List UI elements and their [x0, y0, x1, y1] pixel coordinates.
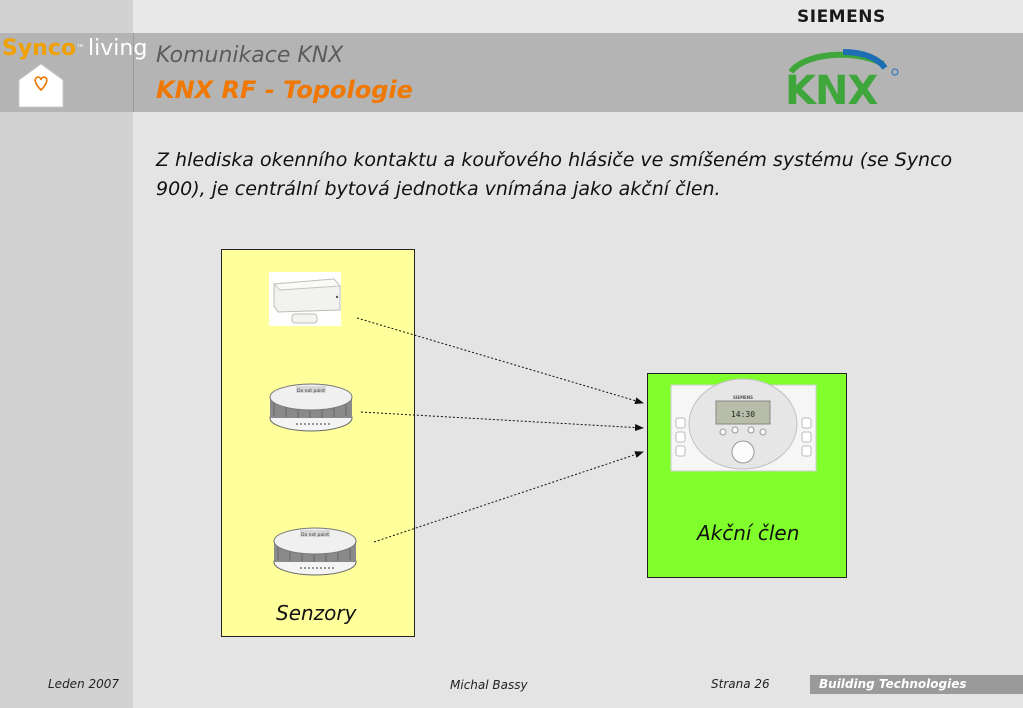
synco-house-icon [18, 63, 64, 108]
top-bar [133, 0, 1023, 33]
siemens-logo: SIEMENS [797, 7, 886, 27]
header-divider [133, 33, 134, 112]
footer-division: Building Technologies [819, 677, 967, 691]
actuator-label: Akční člen [697, 521, 800, 545]
connector-smoke-detector-1 [360, 411, 644, 432]
header-band [0, 33, 1023, 112]
device-display-time: 14:30 [731, 410, 755, 419]
footer-author: Michal Bassy [450, 678, 528, 692]
body-paragraph: Z hlediska okenního kontaktu a kouřového… [156, 149, 953, 200]
smoke-detector-image: Do not paint [269, 383, 353, 432]
footer-page-number: Strana 26 [711, 677, 770, 691]
footer-date: Leden 2007 [48, 677, 120, 691]
smoke-detector-label: Do not paint [301, 532, 329, 538]
smoke-detector-label: Do not paint [297, 388, 325, 394]
sensors-label: Senzory [276, 601, 357, 625]
slide-title: Komunikace KNX [156, 43, 344, 68]
connector-window-contact [356, 317, 644, 405]
slide-subtitle: KNX RF - Topologie [156, 76, 413, 104]
footer-division-bar: Building Technologies [810, 675, 1023, 694]
knx-logo: KNX [785, 49, 899, 108]
device-brand-text: SIEMENS [733, 395, 753, 400]
left-sidebar [0, 0, 133, 708]
synco-logo-text: Synco [2, 36, 77, 61]
knx-logo-text: KNX [785, 68, 878, 108]
connector-smoke-detector-2 [373, 451, 644, 543]
synco-living-text: living [88, 36, 148, 61]
smoke-detector-image: Do not paint [273, 527, 357, 576]
window-contact-image [269, 272, 342, 326]
central-unit-image: SIEMENS 14:30 [670, 378, 817, 472]
